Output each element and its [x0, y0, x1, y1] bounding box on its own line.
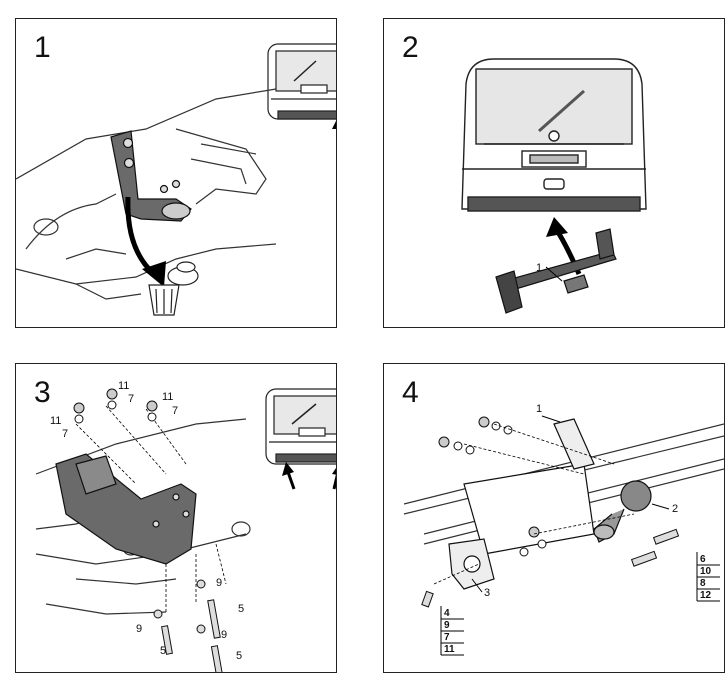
part-number-stack-left: 4 9 7 11	[440, 606, 464, 656]
step-number: 4	[402, 376, 419, 409]
step-number: 1	[34, 31, 51, 64]
bolt-set	[153, 579, 224, 672]
bolt-set	[421, 528, 680, 608]
step-number: 2	[402, 31, 419, 64]
svg-text:9: 9	[444, 620, 450, 631]
svg-text:2: 2	[672, 503, 678, 515]
callout-1: 1	[536, 262, 563, 282]
bolt-assembly-illustration: 11 7 11 7 11 7 9 5 9 5 9 5	[35, 380, 336, 672]
van-rear-inset	[267, 43, 336, 120]
step-number: 3	[34, 376, 51, 409]
svg-text:5: 5	[236, 650, 242, 662]
panel-step-4: 4	[383, 363, 725, 673]
svg-text:10: 10	[700, 566, 712, 577]
part-number-stack-right: 6 10 8 12	[696, 552, 720, 602]
mounting-bracket	[55, 453, 197, 565]
svg-text:9: 9	[216, 577, 222, 589]
svg-text:3: 3	[484, 587, 490, 599]
arrow-up-icon	[332, 121, 336, 129]
van-rear-inset	[265, 388, 336, 465]
removal-illustration	[16, 43, 336, 316]
fitting-illustration: 1	[461, 58, 647, 314]
towbar-bracket	[110, 130, 192, 222]
nut-washer-set	[438, 416, 547, 557]
panel-step-2: 2 1	[383, 18, 725, 328]
callouts: 11 7 11 7 11 7 9 5 9 5 9 5	[50, 380, 244, 662]
svg-text:11: 11	[50, 415, 61, 427]
svg-text:7: 7	[172, 405, 178, 417]
panel-step-3: 3	[15, 363, 337, 673]
svg-text:5: 5	[160, 645, 166, 657]
panel-step-1: 1	[15, 18, 337, 328]
svg-text:7: 7	[444, 632, 450, 643]
svg-text:6: 6	[700, 554, 706, 565]
mounting-plate	[463, 418, 595, 555]
towbar-crossbar	[495, 228, 617, 314]
arrow-up-icon	[282, 462, 336, 490]
svg-text:1: 1	[536, 403, 542, 415]
svg-text:5: 5	[238, 603, 244, 615]
callouts: 1 2 3	[471, 403, 678, 599]
svg-text:12: 12	[700, 590, 712, 601]
van-rear	[461, 58, 647, 212]
svg-text:11: 11	[162, 391, 173, 403]
svg-text:8: 8	[700, 578, 706, 589]
svg-text:1: 1	[536, 262, 542, 274]
socket-plate	[448, 538, 495, 590]
svg-text:4: 4	[444, 608, 450, 619]
svg-text:9: 9	[136, 623, 142, 635]
curved-arrow-icon	[125, 196, 166, 287]
tow-ball	[593, 480, 652, 543]
svg-text:9: 9	[221, 629, 227, 641]
plug-icon	[148, 261, 199, 316]
svg-text:7: 7	[62, 428, 68, 440]
nut-washer-set	[73, 388, 158, 424]
svg-text:11: 11	[444, 644, 455, 655]
svg-text:7: 7	[128, 393, 134, 405]
tow-ball-assembly-illustration: 1 2 3 6 10 8 12 4 9 7 11	[403, 403, 724, 656]
svg-text:11: 11	[118, 380, 129, 392]
